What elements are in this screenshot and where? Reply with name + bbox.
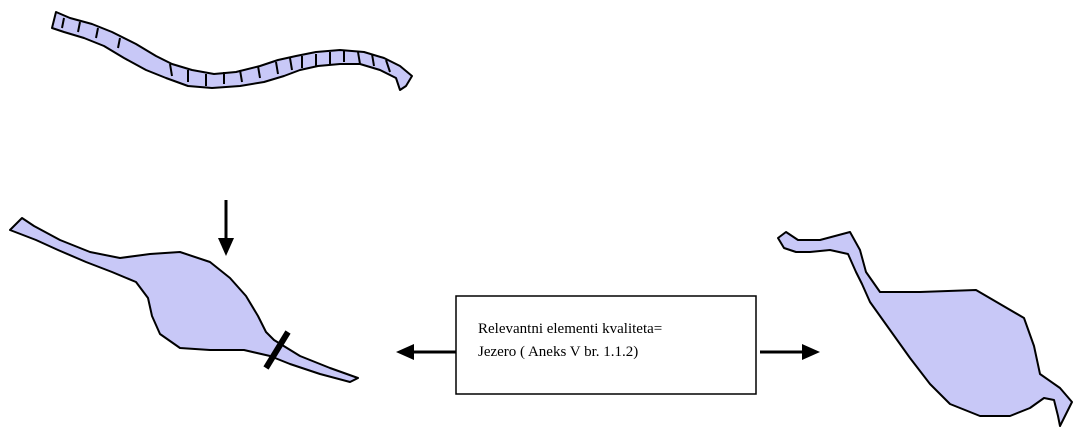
label-line-1: Relevantni elementi kvaliteta= [478,321,662,337]
reservoir-with-dam [10,218,358,382]
quality-elements-label: Relevantni elementi kvaliteta= Jezero ( … [456,296,756,394]
river-top [52,12,412,90]
lake-water [778,232,1072,426]
right-arrow [760,344,820,360]
lake [778,232,1072,426]
reservoir-water [10,218,358,382]
river-channel [52,12,412,90]
label-line-2: Jezero ( Aneks V br. 1.1.2) [478,344,638,360]
down-arrow [218,200,234,256]
left-arrow [396,344,456,360]
